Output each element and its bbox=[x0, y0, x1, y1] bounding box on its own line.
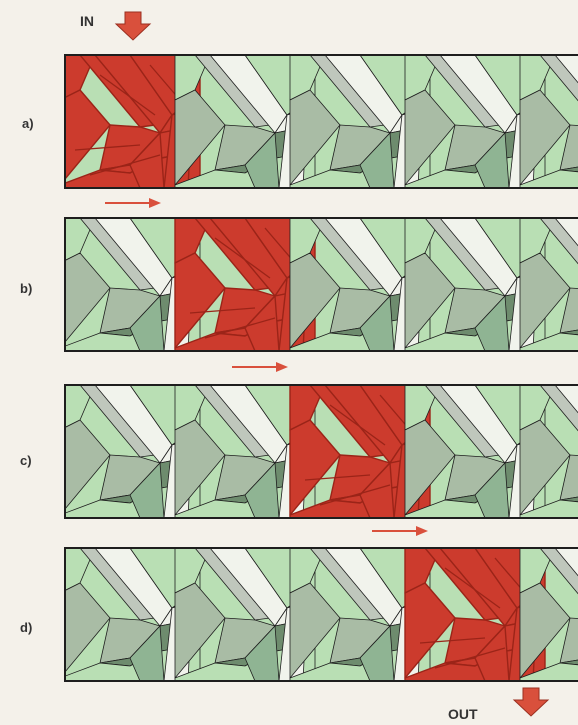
panel-d bbox=[60, 548, 578, 681]
panel-a-label: a) bbox=[22, 116, 34, 131]
in-label: IN bbox=[80, 13, 94, 29]
panel-b bbox=[60, 218, 578, 351]
panel-a bbox=[60, 55, 578, 188]
panel-d-label: d) bbox=[20, 620, 32, 635]
in-arrow bbox=[116, 12, 150, 40]
panel-b-label: b) bbox=[20, 281, 32, 296]
flow-arrow-b bbox=[232, 362, 288, 372]
panel-c bbox=[60, 385, 578, 518]
panel-c-label: c) bbox=[20, 453, 32, 468]
flow-arrow-c bbox=[372, 526, 428, 536]
flow-arrow-a bbox=[105, 198, 161, 208]
panels-layer bbox=[60, 55, 578, 681]
out-label: OUT bbox=[448, 706, 478, 722]
out-arrow bbox=[514, 688, 548, 716]
